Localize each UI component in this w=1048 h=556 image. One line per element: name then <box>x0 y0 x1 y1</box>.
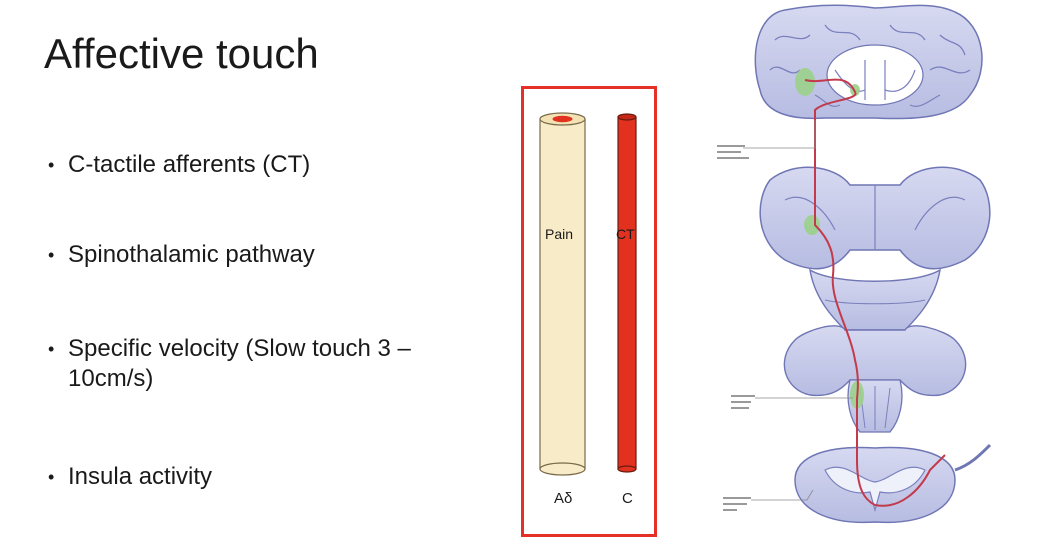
pain-fiber-type-label: Aδ <box>554 490 572 507</box>
brain-section-icon <box>754 4 983 120</box>
bullet-item: • Insula activity <box>48 462 468 492</box>
fiber-diagram: Pain CT Aδ C <box>539 112 637 507</box>
bullet-text: Insula activity <box>68 463 213 490</box>
bullet-dot-icon: • <box>48 339 55 359</box>
bullet-dot-icon: • <box>48 467 55 487</box>
bullet-dot-icon: • <box>48 155 55 175</box>
pain-fiber <box>539 112 586 476</box>
ct-fiber-label: CT <box>616 226 635 242</box>
bullet-dot-icon: • <box>48 245 55 265</box>
brainstem-icon <box>759 166 991 433</box>
bullet-item: • Spinothalamic pathway <box>48 240 468 270</box>
spinal-cord-icon <box>794 443 992 524</box>
pathway-line <box>804 78 946 507</box>
ct-fiber-type-label: C <box>622 490 633 507</box>
bullet-item: • C-tactile afferents (CT) <box>48 150 468 180</box>
bullet-text: C-tactile afferents (CT) <box>68 151 311 178</box>
spinothalamic-pathway-illustration <box>717 4 992 524</box>
tiny-label-marks <box>717 145 755 511</box>
pain-fiber-label: Pain <box>545 226 573 242</box>
bullet-text: Specific velocity (Slow touch 3 – 10cm/s… <box>68 335 411 392</box>
bullet-item: • Specific velocity (Slow touch 3 – 10cm… <box>48 334 468 394</box>
ct-fiber <box>617 113 637 473</box>
fiber-diagram-box: Pain CT Aδ C <box>521 86 657 537</box>
slide-title: Affective touch <box>44 30 319 77</box>
bullet-text: Spinothalamic pathway <box>68 241 315 268</box>
